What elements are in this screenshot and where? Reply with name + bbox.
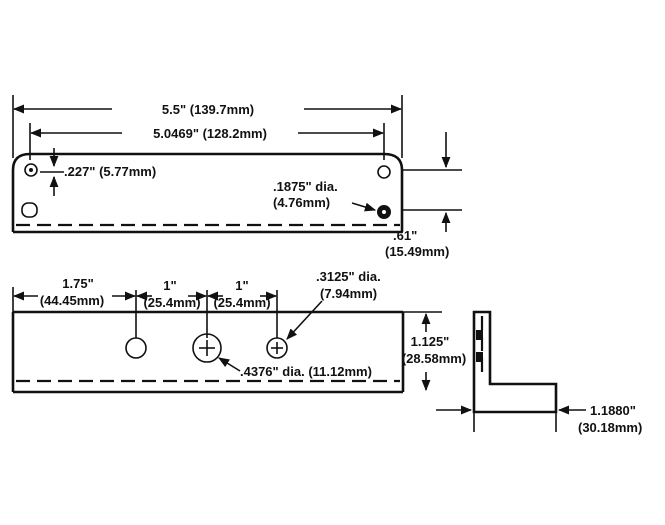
top-hole-lower-right-center [382,210,386,214]
top-plate-outline [11,152,404,232]
large-hole-dia-label: .4376" dia. (11.12mm) [240,364,372,379]
side-hole-indicator-1 [476,330,483,340]
spacingA-label-line1: 1" [163,278,176,293]
mid-hole-dia-leader [286,300,323,340]
side-view: 1.1880" (30.18mm) [436,310,642,435]
front-view: 1.75" (44.45mm) 1" (25.4mm) 1" (25.4mm) … [11,269,466,394]
side-angle-outline [472,310,558,414]
mid-hole-dia-label-line2: (7.94mm) [320,286,377,301]
front-hole-large [192,333,222,363]
spacingA-label-line2: (25.4mm) [143,295,200,310]
spacingB-label-line1: 1" [235,278,248,293]
small-hole-dia-label-line1: .1875" dia. [273,179,338,194]
height-label-line2: (28.58mm) [402,351,466,366]
height-label-line1: 1.125" [411,334,450,349]
depth-label-line1: 1.1880" [590,403,636,418]
top-slot-lower-left [21,202,38,218]
edge-offset-label: .227" (5.77mm) [64,164,156,179]
overall-length-label: 5.5" (139.7mm) [162,102,254,117]
hole-spacing-label: 5.0469" (128.2mm) [153,126,267,141]
small-hole-dia-label-line2: (4.76mm) [273,195,330,210]
depth-label-line2: (30.18mm) [578,420,642,435]
hole-height-label-line2: (15.49mm) [385,244,449,259]
offset1-label-line1: 1.75" [62,276,93,291]
front-hole-right [266,337,288,359]
small-hole-dia-leader [351,202,377,212]
large-hole-dia-leader [218,357,241,372]
top-hole-upper-right [377,165,391,179]
hole-height-label-line1: .61" [393,228,417,243]
offset1-label-line2: (44.45mm) [40,293,104,308]
spacingB-label-line2: (25.4mm) [213,295,270,310]
side-hole-indicator-2 [476,352,483,362]
top-hole-upper-left-center [29,168,33,172]
front-hole-left [125,337,147,359]
top-view: 5.5" (139.7mm) 5.0469" (128.2mm) .227" (… [11,95,462,259]
top-hole-upper-left [24,163,38,177]
mid-hole-dia-label-line1: .3125" dia. [316,269,381,284]
